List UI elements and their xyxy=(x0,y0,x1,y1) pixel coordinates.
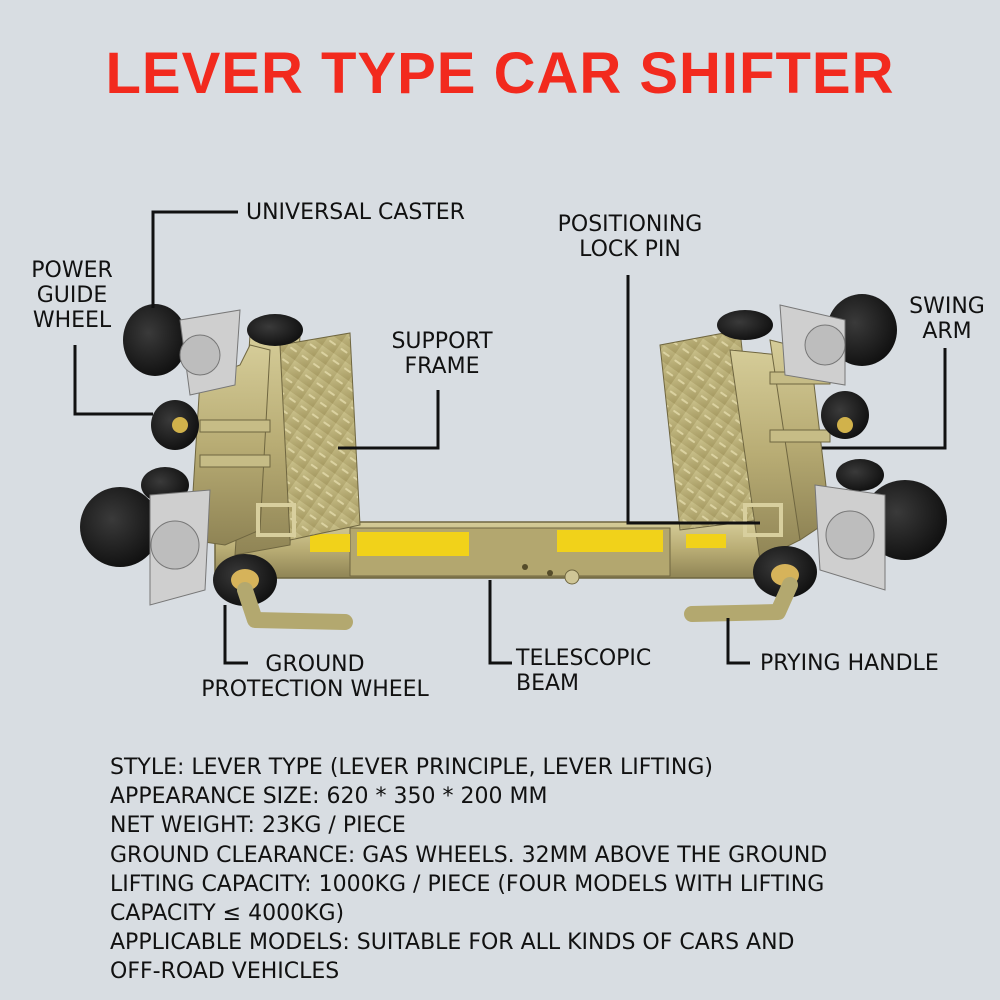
left-prying-handle xyxy=(237,582,353,630)
specifications-list: STYLE: LEVER TYPE (LEVER PRINCIPLE, LEVE… xyxy=(110,753,970,987)
right-ground-protection-wheel xyxy=(753,546,817,598)
right-top-caster xyxy=(717,294,897,386)
telescopic-beam-label: TELESCOPIC BEAM xyxy=(516,646,652,696)
spec-line: APPLICABLE MODELS: SUITABLE FOR ALL KIND… xyxy=(110,930,795,956)
right-prying-handle xyxy=(684,577,798,622)
spec-line: APPEARANCE SIZE: 620 * 350 * 200 MM xyxy=(110,784,548,810)
spec-line: STYLE: LEVER TYPE (LEVER PRINCIPLE, LEVE… xyxy=(110,755,713,780)
prying-handle-label: PRYING HANDLE xyxy=(760,651,939,676)
left-top-caster xyxy=(123,304,303,396)
power-guide-wheel-label: POWER GUIDE WHEEL xyxy=(31,258,113,333)
left-bottom-caster xyxy=(80,467,211,606)
positioning-lock-pin-label: POSITIONING LOCK PIN xyxy=(557,212,703,262)
callout-lines xyxy=(73,210,947,665)
spec-line: NET WEIGHT: 23KG / PIECE xyxy=(110,813,406,839)
left-ground-protection-wheel xyxy=(213,554,277,606)
page-title: LEVER TYPE CAR SHIFTER xyxy=(105,41,895,106)
support-frame-label: SUPPORT FRAME xyxy=(391,329,493,379)
right-guide-wheel xyxy=(821,391,869,439)
universal-caster-label: UNIVERSAL CASTER xyxy=(246,200,465,225)
right-bottom-caster xyxy=(814,459,947,591)
spec-line: GROUND CLEARANCE: GAS WHEELS. 32MM ABOVE… xyxy=(110,842,828,868)
ground-protection-wheel-label: GROUND PROTECTION WHEEL xyxy=(201,652,429,702)
left-frame xyxy=(189,332,361,556)
spec-line: LIFTING CAPACITY: 1000KG / PIECE (FOUR M… xyxy=(110,871,825,897)
swing-arm-label: SWING ARM xyxy=(909,294,985,344)
spec-line: CAPACITY ≤ 4000KG) xyxy=(110,901,345,927)
left-guide-wheel xyxy=(151,400,199,450)
spec-line: OFF-ROAD VEHICLES xyxy=(110,959,340,985)
